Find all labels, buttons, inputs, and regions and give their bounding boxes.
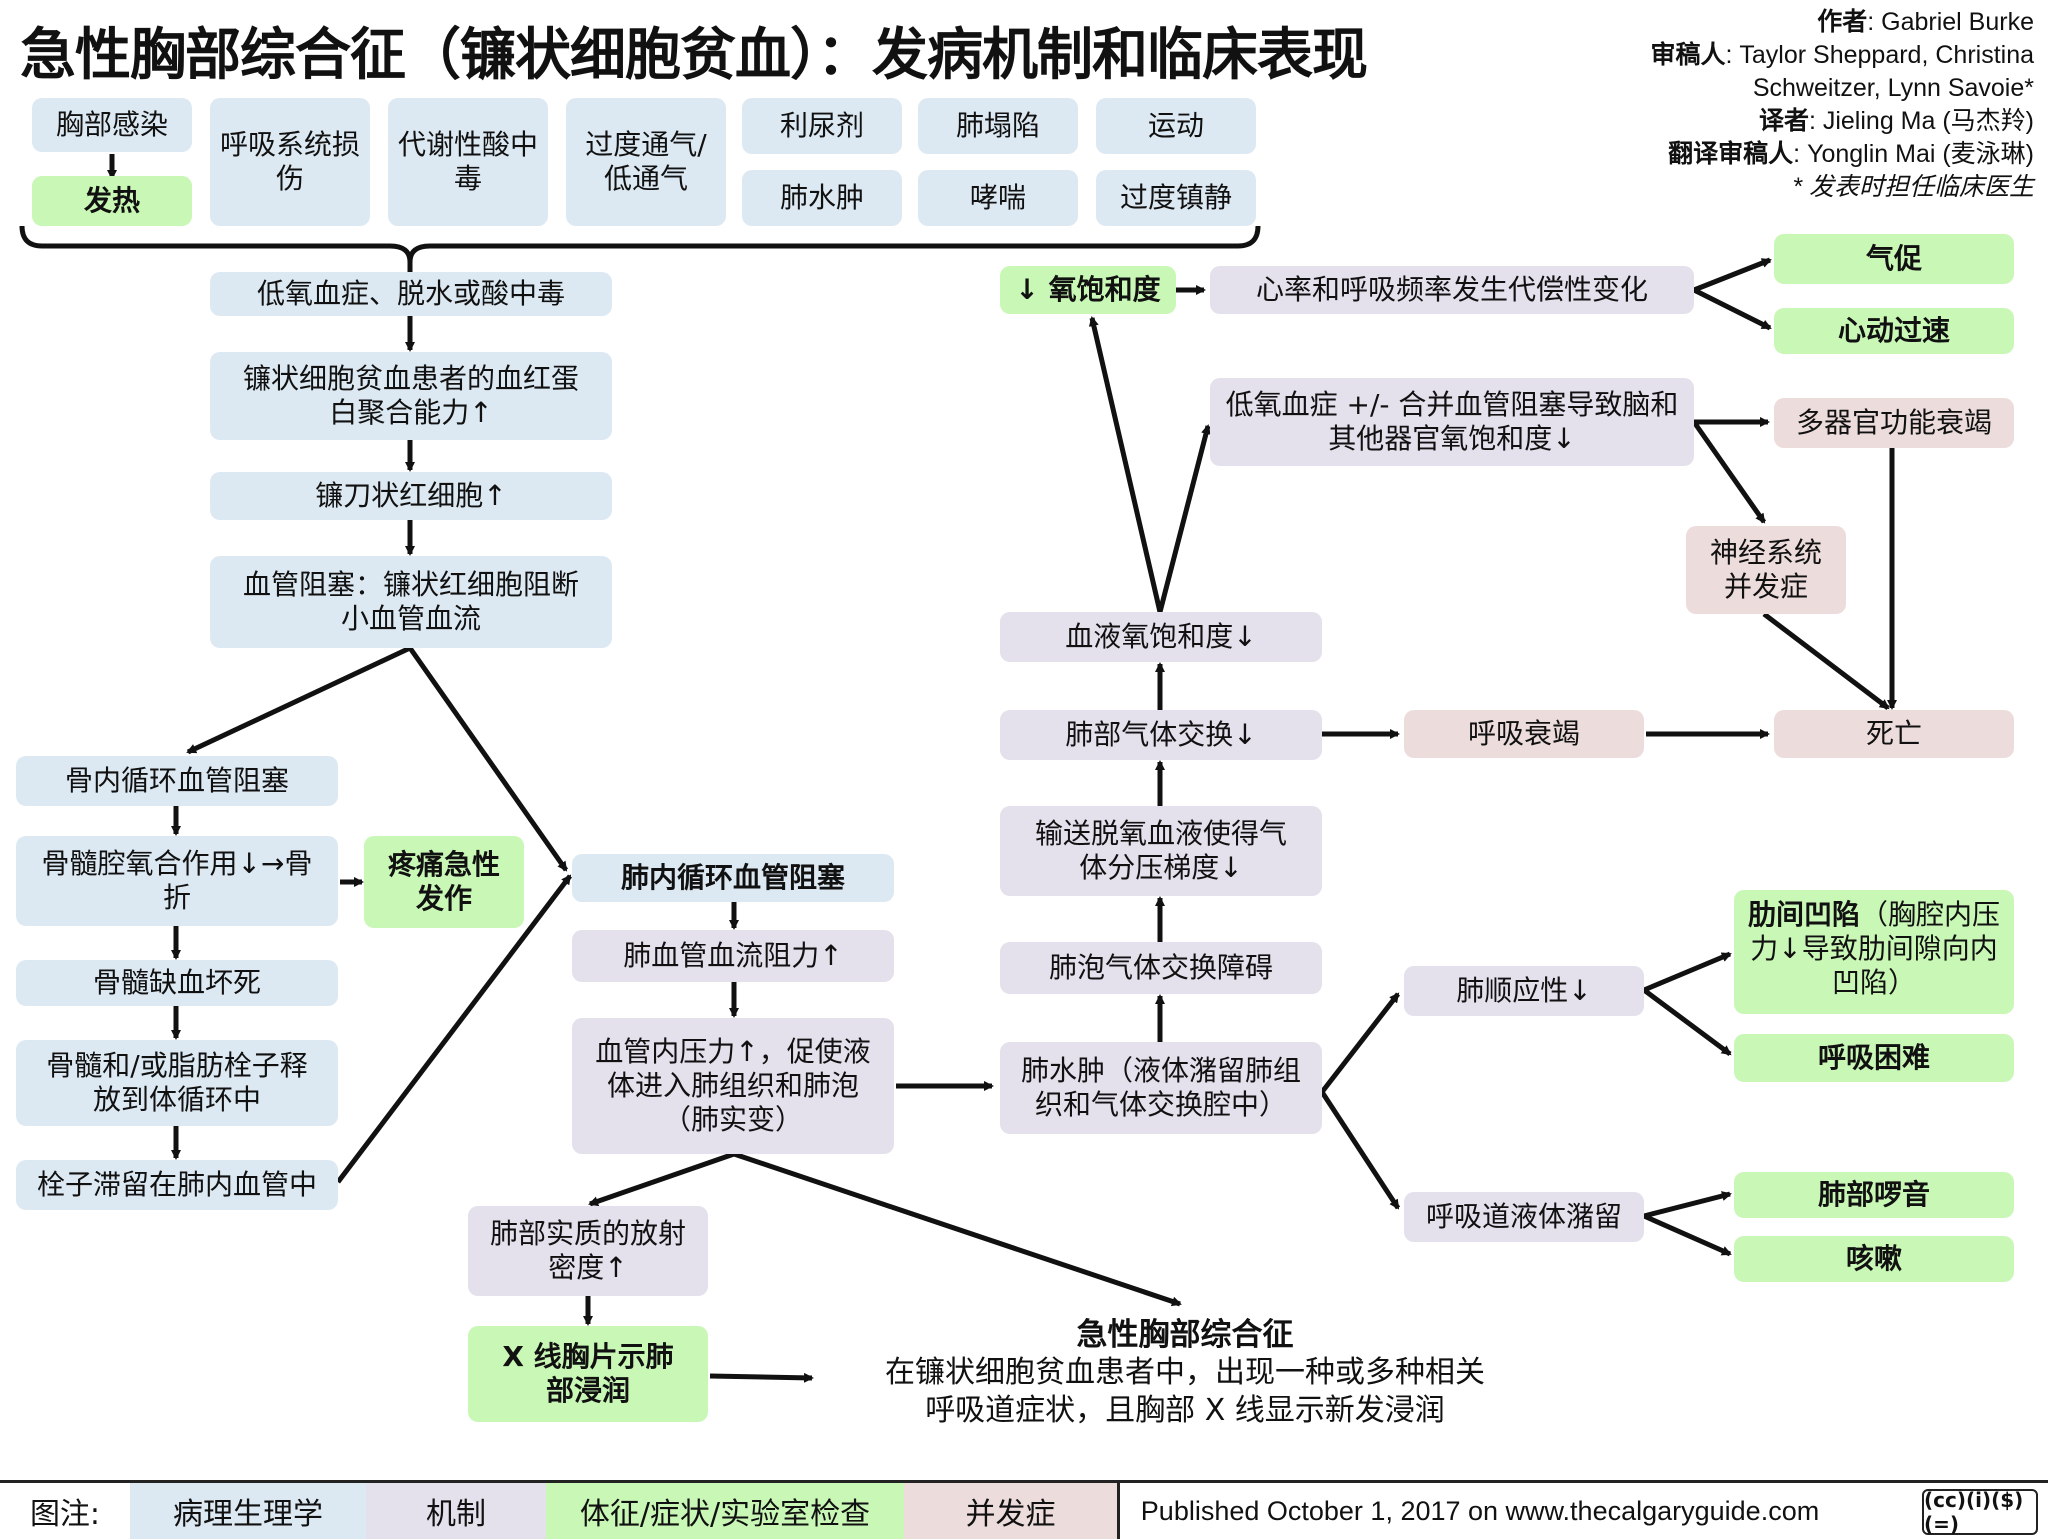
arrow-airway-cough xyxy=(1642,1213,1732,1257)
cough-box: 咳嗽 xyxy=(1734,1236,2014,1282)
author: : Gabriel Burke xyxy=(1867,8,2034,36)
arrow-comp-tachypnea xyxy=(1693,257,1772,293)
legend-signs: 体征/症状/实验室检查 xyxy=(546,1483,904,1539)
reviewers-2: Schweitzer, Lynn Savoie* xyxy=(1752,74,2034,102)
translation-reviewer: : Yonglin Mai (麦泳琳) xyxy=(1793,140,2034,168)
arrow-pressure-final xyxy=(733,1151,1182,1307)
emboli-lodge-box: 栓子滞留在肺内血管中 xyxy=(16,1160,338,1210)
credits: 作者: Gabriel Burke 审稿人: Taylor Sheppard, … xyxy=(1651,6,2035,204)
trigger-diuretics: 利尿剂 xyxy=(742,98,902,154)
arrow-blood-organ xyxy=(1157,424,1211,613)
arrow-compliance-dyspnea xyxy=(1642,987,1732,1057)
arrow-occlusion-bone xyxy=(186,645,412,755)
o2-saturation-box: ↓ 氧饱和度 xyxy=(1000,266,1176,314)
pain-crisis-box: 疼痛急性发作 xyxy=(364,836,524,928)
xray-infiltrate-box: X 线胸片示肺部浸润 xyxy=(468,1326,708,1422)
reviewers-label: 审稿人 xyxy=(1650,41,1726,69)
trigger-brace xyxy=(19,225,1261,263)
trigger-exercise: 运动 xyxy=(1096,98,1256,154)
gradient-box: 输送脱氧血液使得气体分压梯度↓ xyxy=(1000,806,1322,896)
trigger-hyper-hypoventilation: 过度通气/低通气 xyxy=(566,98,726,226)
legend-mechanism: 机制 xyxy=(366,1483,546,1539)
arrow-edema-airway xyxy=(1319,1090,1401,1210)
arrow-lodge-lung xyxy=(336,874,572,1184)
arrow-pressure-radio xyxy=(588,1151,735,1207)
retractions-bold: 肋间凹陷 xyxy=(1747,898,1860,931)
final-line-2: 呼吸道症状，且胸部 X 线显示新发浸润 xyxy=(925,1393,1445,1428)
multi-organ-failure-box: 多器官功能衰竭 xyxy=(1774,398,2014,448)
blood-o2-box: 血液氧饱和度↓ xyxy=(1000,612,1322,662)
final-line-1: 在镰状细胞贫血患者中，出现一种或多种相关 xyxy=(885,1355,1485,1390)
legend-bar: 图注: 病理生理学 机制 体征/症状/实验室检查 并发症 Published O… xyxy=(0,1480,2048,1539)
arrow-airway-crackles xyxy=(1643,1191,1732,1219)
legend-pathophysiology: 病理生理学 xyxy=(130,1483,366,1539)
resistance-box: 肺血管血流阻力↑ xyxy=(572,930,894,982)
arrow-blood-o2sat xyxy=(1088,316,1163,613)
creative-commons-badge: (cc)(i)($)(=) xyxy=(1922,1488,2038,1536)
tachycardia-box: 心动过速 xyxy=(1774,308,2014,354)
marrow-oxygen-box: 骨髓腔氧合作用↓→骨折 xyxy=(16,836,338,926)
fat-emboli-box: 骨髓和/或脂肪栓子释放到体循环中 xyxy=(16,1040,338,1126)
author-label: 作者 xyxy=(1817,8,1868,36)
arrow-compliance-retractions xyxy=(1643,951,1732,993)
trigger-respiratory-impairment: 呼吸系统损伤 xyxy=(210,98,370,226)
trigger-metabolic-acidosis: 代谢性酸中毒 xyxy=(388,98,548,226)
neuro-complication-box: 神经系统并发症 xyxy=(1686,526,1846,614)
trigger-oversedation: 过度镇静 xyxy=(1096,170,1256,226)
gas-exchange-box: 肺部气体交换↓ xyxy=(1000,710,1322,760)
vaso-occlusion-box: 血管阻塞：镰状红细胞阻断小血管血流 xyxy=(210,556,612,648)
legend-label: 图注: xyxy=(29,1497,101,1532)
polymerization-box: 镰状细胞贫血患者的血红蛋白聚合能力↑ xyxy=(210,352,612,440)
legend-complications: 并发症 xyxy=(904,1483,1120,1539)
arrow-neuro-death xyxy=(1762,612,1890,710)
crackles-box: 肺部啰音 xyxy=(1734,1172,2014,1218)
arrow-occlusion-lung xyxy=(407,646,569,872)
published-note: Published October 1, 2017 on www.thecalg… xyxy=(1140,1495,1820,1526)
final-title: 急性胸部综合征 xyxy=(1076,1317,1294,1353)
arrow-organ-neuro xyxy=(1691,420,1767,524)
trigger-asthma: 哮喘 xyxy=(918,170,1078,226)
page-title: 急性胸部综合征（镰状细胞贫血）：发病机制和临床表现 xyxy=(20,23,1368,88)
radiodensity-box: 肺部实质的放射密度↑ xyxy=(468,1206,708,1296)
compliance-box: 肺顺应性↓ xyxy=(1404,966,1644,1016)
dyspnea-box: 呼吸困难 xyxy=(1734,1034,2014,1082)
airway-fluid-box: 呼吸道液体潴留 xyxy=(1404,1192,1644,1242)
trigger-pulmonary-edema: 肺水肿 xyxy=(742,170,902,226)
retractions-rest: （胸腔内压力↓导致肋间隙向内凹陷） xyxy=(1750,898,2001,1000)
marrow-necrosis-box: 骨髓缺血坏死 xyxy=(16,960,338,1006)
trigger-atelectasis: 肺塌陷 xyxy=(918,98,1078,154)
arrow-xray-final xyxy=(709,1372,814,1383)
arrow-edema-compliance xyxy=(1320,992,1400,1094)
retractions-box: 肋间凹陷（胸腔内压力↓导致肋间隙向内凹陷） xyxy=(1734,890,2014,1014)
organ-hypoxemia-box: 低氧血症 +/- 合并血管阻塞导致脑和其他器官氧饱和度↓ xyxy=(1210,378,1694,466)
bone-occlusion-box: 骨内循环血管阻塞 xyxy=(16,756,338,806)
translation-reviewer-label: 翻译审稿人 xyxy=(1668,140,1794,168)
trigger-chest-infection: 胸部感染 xyxy=(32,98,192,152)
trigger-fever: 发热 xyxy=(32,176,192,226)
translator: : Jieling Ma (马杰羚) xyxy=(1808,107,2034,135)
lung-occlusion-box: 肺内循环血管阻塞 xyxy=(572,854,894,902)
final-definition: 急性胸部综合征 在镰状细胞贫血患者中，出现一种或多种相关 呼吸道症状，且胸部 X… xyxy=(820,1316,1550,1430)
resp-failure-box: 呼吸衰竭 xyxy=(1404,710,1644,758)
credits-note: * 发表时担任临床医生 xyxy=(1792,173,2034,201)
sickle-cells-box: 镰刀状红细胞↑ xyxy=(210,472,612,520)
translator-label: 译者 xyxy=(1758,107,1809,135)
edema-box: 肺水肿（液体潴留肺组织和气体交换腔中） xyxy=(1000,1042,1322,1134)
alveolar-exchange-box: 肺泡气体交换障碍 xyxy=(1000,942,1322,994)
pressure-box: 血管内压力↑，促使液体进入肺组织和肺泡（肺实变） xyxy=(572,1018,894,1154)
hypoxemia-box: 低氧血症、脱水或酸中毒 xyxy=(210,272,612,316)
reviewers-1: : Taylor Sheppard, Christina xyxy=(1725,41,2034,69)
compensatory-box: 心率和呼吸频率发生代偿性变化 xyxy=(1210,266,1694,314)
tachypnea-box: 气促 xyxy=(1774,234,2014,284)
arrow-comp-tachycardia xyxy=(1692,287,1772,331)
death-box: 死亡 xyxy=(1774,710,2014,758)
